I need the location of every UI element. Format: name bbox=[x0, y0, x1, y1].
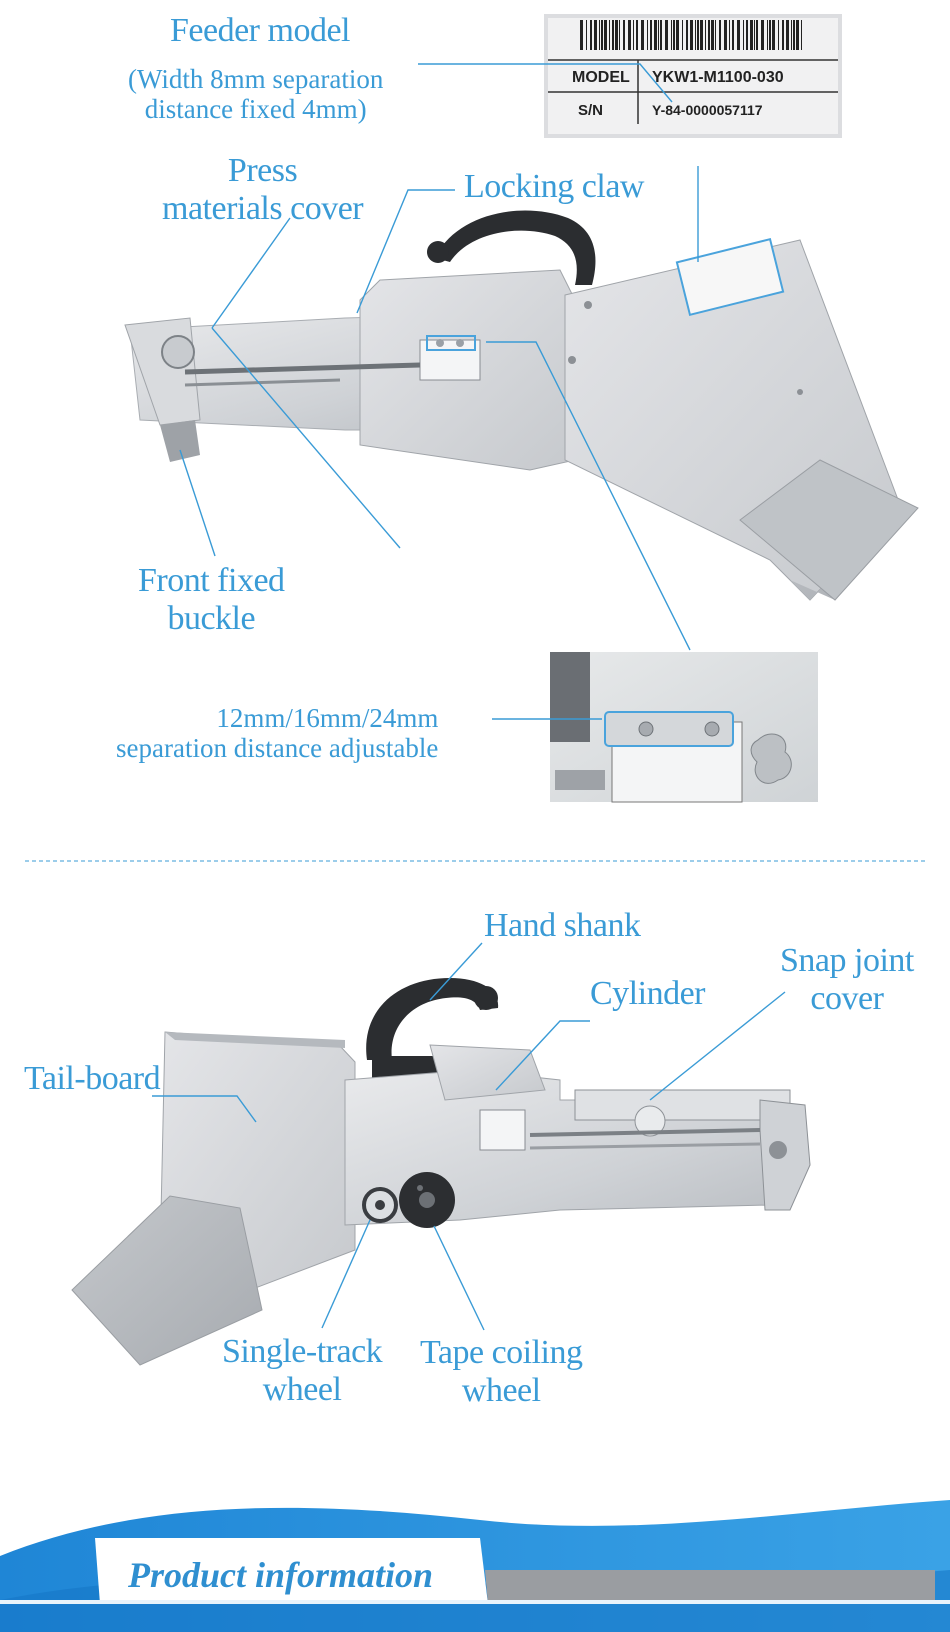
barcode-bar bbox=[791, 20, 792, 50]
tape-coiling-line1: Tape coiling bbox=[420, 1334, 583, 1371]
single-track-line2: wheel bbox=[262, 1371, 342, 1409]
separation-line2: separation distance adjustable bbox=[116, 733, 439, 764]
feeder-model-note-line2: distance fixed 4mm) bbox=[144, 94, 367, 125]
tail-board-label: Tail-board bbox=[24, 1060, 161, 1097]
barcode-bar bbox=[676, 20, 679, 50]
barcode-bar bbox=[665, 20, 668, 50]
feeder-model-note-line1: (Width 8mm separation bbox=[128, 64, 384, 94]
bottom-leader-lines bbox=[152, 942, 786, 1331]
barcode-bar bbox=[650, 20, 652, 50]
barcode-bar bbox=[660, 20, 662, 50]
barcode-bar bbox=[695, 20, 696, 50]
feeder-top-image bbox=[124, 210, 919, 601]
barcode-bar bbox=[690, 20, 693, 50]
tape-coiling-line2: wheel bbox=[461, 1372, 541, 1410]
separation-adjustable-label: 12mm/16mm/24mm separation distance adjus… bbox=[116, 703, 438, 763]
barcode-bar bbox=[767, 20, 768, 50]
barcode-bar bbox=[715, 20, 716, 50]
barcode-bar bbox=[750, 20, 753, 50]
barcode-bar bbox=[658, 20, 659, 50]
barcode-bar bbox=[729, 20, 730, 50]
single-track-wheel-label: Single-track wheel bbox=[222, 1333, 383, 1409]
barcode-bar bbox=[754, 20, 755, 50]
barcode-bar bbox=[697, 20, 699, 50]
front-buckle-line1: Front fixed bbox=[138, 562, 285, 599]
barcode-bar bbox=[708, 20, 710, 50]
barcode-bar bbox=[782, 20, 784, 50]
feeder-model-note: (Width 8mm separation distance fixed 4mm… bbox=[128, 64, 383, 124]
barcode-bar bbox=[743, 20, 744, 50]
nameplate bbox=[544, 14, 842, 138]
barcode-bar bbox=[711, 20, 714, 50]
barcode-bar bbox=[724, 20, 727, 50]
barcode-bar bbox=[594, 20, 597, 50]
locking-claw-label: Locking claw bbox=[464, 168, 645, 205]
snap-cover-line1: Snap joint bbox=[780, 942, 914, 979]
barcode-bar bbox=[761, 20, 764, 50]
product-information-title: Product information bbox=[128, 1555, 434, 1595]
barcode-bar bbox=[604, 20, 607, 50]
barcode-bar bbox=[641, 20, 644, 50]
barcode-bar bbox=[746, 20, 748, 50]
barcode-bar bbox=[732, 20, 734, 50]
front-fixed-buckle-label: Front fixed buckle bbox=[138, 562, 285, 638]
barcode-bar bbox=[719, 20, 721, 50]
barcode bbox=[578, 18, 806, 52]
barcode-bar bbox=[686, 20, 688, 50]
barcode-bar bbox=[786, 20, 789, 50]
barcode-bar bbox=[778, 20, 779, 50]
barcode-bar bbox=[599, 20, 600, 50]
feeder-bottom-image bbox=[71, 978, 811, 1366]
barcode-bar bbox=[682, 20, 683, 50]
barcode-bar bbox=[671, 20, 672, 50]
barcode-bar bbox=[590, 20, 592, 50]
separation-inset-photo bbox=[550, 652, 818, 803]
barcode-bar bbox=[793, 20, 795, 50]
hand-shank-label: Hand shank bbox=[484, 907, 641, 944]
barcode-bar bbox=[705, 20, 706, 50]
product-information-banner bbox=[0, 1500, 950, 1632]
single-track-line1: Single-track bbox=[222, 1333, 383, 1370]
barcode-bar bbox=[612, 20, 614, 50]
barcode-bar bbox=[801, 20, 802, 50]
barcode-bar bbox=[633, 20, 634, 50]
barcode-bar bbox=[737, 20, 740, 50]
barcode-bar bbox=[647, 20, 648, 50]
press-materials-cover-label: Press materials cover bbox=[162, 152, 364, 228]
barcode-bar bbox=[623, 20, 625, 50]
barcode-bar bbox=[601, 20, 603, 50]
barcode-bar bbox=[796, 20, 799, 50]
barcode-bar bbox=[609, 20, 610, 50]
press-cover-line2: materials cover bbox=[162, 190, 364, 228]
barcode-bar bbox=[700, 20, 703, 50]
barcode-bar bbox=[756, 20, 758, 50]
barcode-bar bbox=[619, 20, 620, 50]
front-buckle-line2: buckle bbox=[167, 600, 256, 638]
cylinder-label: Cylinder bbox=[590, 975, 705, 1012]
barcode-bar bbox=[615, 20, 618, 50]
feeder-model-title: Feeder model bbox=[170, 12, 351, 49]
barcode-bar bbox=[654, 20, 657, 50]
barcode-bar bbox=[636, 20, 638, 50]
barcode-bar bbox=[769, 20, 771, 50]
barcode-bar bbox=[772, 20, 775, 50]
snap-joint-cover-label: Snap joint cover bbox=[780, 942, 914, 1018]
barcode-bar bbox=[580, 20, 583, 50]
top-leader-lines bbox=[179, 63, 699, 720]
barcode-bar bbox=[673, 20, 675, 50]
tape-coiling-wheel-label: Tape coiling wheel bbox=[420, 1334, 583, 1410]
snap-cover-line2: cover bbox=[810, 980, 884, 1018]
separation-line1: 12mm/16mm/24mm bbox=[216, 703, 439, 733]
press-cover-line1: Press bbox=[227, 152, 298, 189]
barcode-bar bbox=[586, 20, 587, 50]
barcode-bar bbox=[628, 20, 631, 50]
